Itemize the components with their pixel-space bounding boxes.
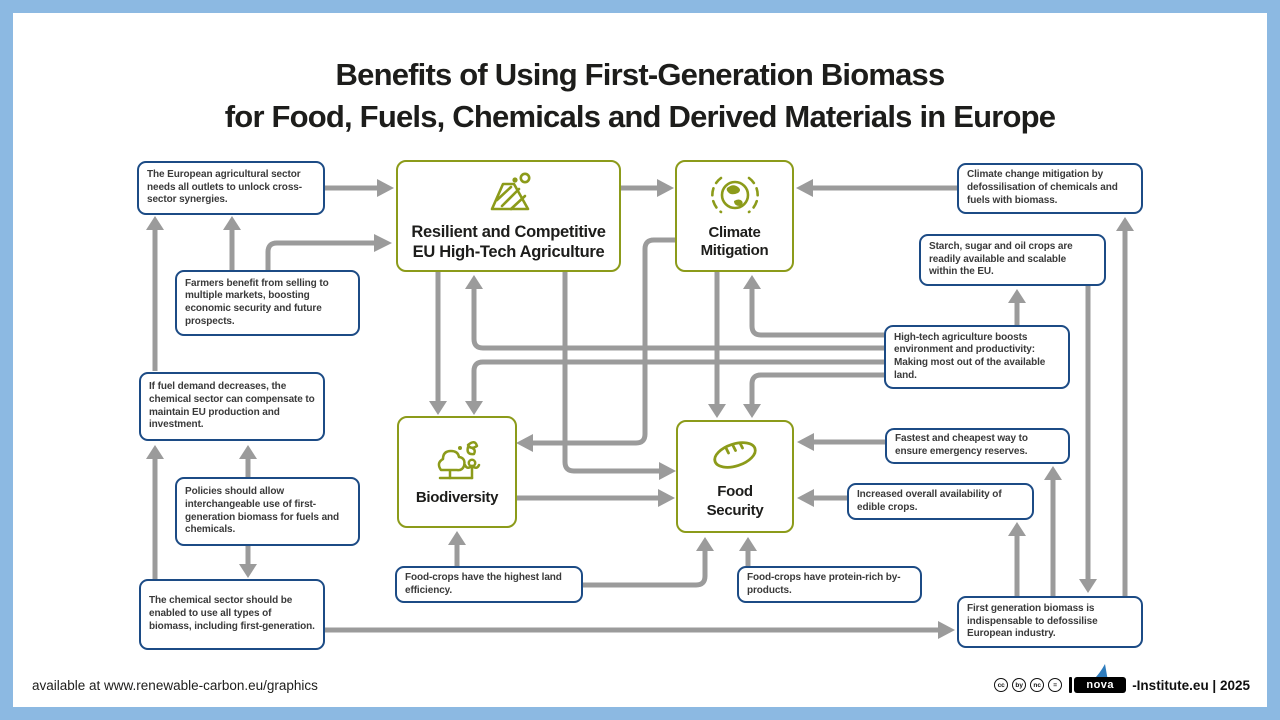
note-european-agricultural-sector: The European agricultural sector needs a… [137, 161, 325, 215]
note-climate-change-mitigation: Climate change mitigation by defossilisa… [957, 163, 1143, 214]
note-increased-availability: Increased overall availability of edible… [847, 483, 1034, 520]
bread-icon [713, 441, 757, 469]
note-text: If fuel demand decreases, the chemical s… [149, 381, 315, 431]
hub-biodiversity: Biodiversity [397, 416, 517, 528]
cc-license-icon: cc [994, 678, 1009, 692]
note-text: Increased overall availability of edible… [857, 488, 1002, 513]
hub-climate-label-line2: Mitigation [700, 242, 769, 259]
note-first-generation-biomass: First generation biomass is indispensabl… [957, 596, 1143, 648]
note-policies: Policies should allow interchangeable us… [175, 477, 360, 546]
credit-block: cc by nc = nova -Institute.eu | 2025 [994, 664, 1250, 696]
note-chemical-sector: The chemical sector should be enabled to… [139, 579, 325, 650]
note-text: Starch, sugar and oil crops are readily … [929, 240, 1073, 278]
field-icon [490, 172, 530, 211]
tree-butterfly-icon [437, 440, 481, 480]
cc-nc-icon: nc [1030, 678, 1045, 692]
note-emergency-reserves: Fastest and cheapest way to ensure emerg… [885, 428, 1070, 464]
note-land-efficiency: Food-crops have the highest land efficie… [395, 566, 583, 603]
hub-climate-mitigation: Climate Mitigation [675, 160, 794, 272]
cc-by-icon: by [1012, 678, 1027, 692]
note-text: First generation biomass is indispensabl… [967, 602, 1098, 640]
note-text: Food-crops have protein-rich by-products… [747, 571, 901, 596]
note-text: Fastest and cheapest way to ensure emerg… [895, 433, 1028, 457]
cc-label: cc [997, 681, 1005, 689]
note-text: Farmers benefit from selling to multiple… [185, 277, 329, 327]
hub-food-label-line2: Security [706, 501, 764, 519]
page-title-line1: Benefits of Using First-Generation Bioma… [335, 57, 946, 92]
hub-agriculture-label-line2: EU High-Tech Agriculture [412, 243, 605, 261]
cc-label: by [1015, 681, 1023, 689]
note-text: High-tech agriculture boosts environment… [894, 331, 1046, 381]
note-text: Policies should allow interchangeable us… [185, 486, 340, 536]
hub-food-label-line1: Food [717, 483, 753, 501]
cc-label: = [1053, 681, 1058, 689]
hub-food-security: Food Security [676, 420, 794, 533]
hub-climate-label-line1: Climate [708, 223, 761, 241]
hub-agriculture: Resilient and Competitive EU High-Tech A… [396, 160, 621, 272]
availability-url-text: available at www.renewable-carbon.eu/gra… [32, 678, 318, 693]
globe-icon [710, 176, 759, 214]
note-fuel-demand: If fuel demand decreases, the chemical s… [139, 372, 325, 441]
note-starch-sugar-oil: Starch, sugar and oil crops are readily … [919, 234, 1106, 286]
note-text: The chemical sector should be enabled to… [149, 595, 315, 632]
nova-logo: nova [1069, 664, 1128, 696]
note-protein-byproducts: Food-crops have protein-rich by-products… [737, 566, 922, 603]
note-text: Climate change mitigation by defossilisa… [967, 169, 1118, 206]
cc-nd-icon: = [1048, 678, 1063, 692]
note-farmers-benefit: Farmers benefit from selling to multiple… [175, 270, 360, 336]
nova-wordmark: nova [1069, 677, 1127, 693]
note-text: The European agricultural sector needs a… [147, 168, 302, 206]
page-title-line2: for Food, Fuels, Chemicals and Derived M… [224, 99, 1056, 134]
cc-label: nc [1033, 681, 1041, 689]
note-hightech-agriculture: High-tech agriculture boosts environment… [884, 325, 1070, 389]
note-text: Food-crops have the highest land efficie… [405, 571, 562, 596]
hub-biodiversity-label: Biodiversity [415, 488, 499, 506]
hub-agriculture-label-line1: Resilient and Competitive [411, 222, 606, 241]
institute-year-text: -Institute.eu | 2025 [1132, 677, 1250, 693]
